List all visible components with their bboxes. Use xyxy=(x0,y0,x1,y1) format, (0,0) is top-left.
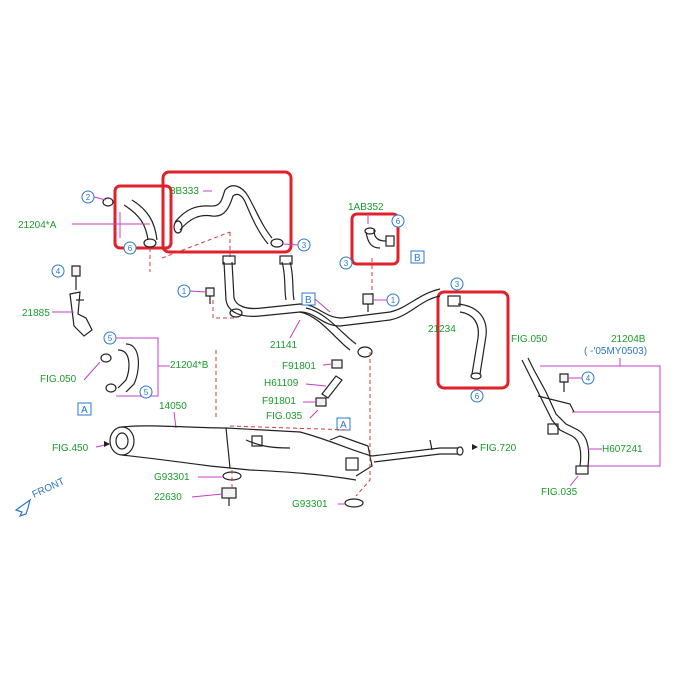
svg-text:A: A xyxy=(340,420,347,431)
hose-h61109 xyxy=(321,375,343,399)
svg-text:6: 6 xyxy=(475,392,480,401)
label-21204a: 21204*A xyxy=(18,220,57,231)
callout-2[interactable]: 2 xyxy=(81,190,95,204)
label-21141: 21141 xyxy=(270,340,298,351)
pipe-21204b-right xyxy=(521,357,590,475)
pipe-14050 xyxy=(109,425,464,481)
hose-1ab352 xyxy=(364,227,395,249)
label-3b333: 3B333 xyxy=(170,186,199,197)
label-h61109: H61109 xyxy=(264,378,299,389)
ref-box-b-top[interactable]: B xyxy=(410,250,425,264)
svg-text:B: B xyxy=(305,295,312,306)
svg-text:1: 1 xyxy=(182,287,187,296)
callout-5-b[interactable]: 5 xyxy=(139,385,153,399)
label-h607241: H607241 xyxy=(602,444,643,455)
callout-5-a[interactable]: 5 xyxy=(103,331,117,345)
callout-6-b[interactable]: 6 xyxy=(391,214,405,228)
label-f91801-b: F91801 xyxy=(262,396,296,407)
bolt-center xyxy=(205,287,215,304)
hose-21204a xyxy=(102,197,158,248)
label-g93301-b: G93301 xyxy=(292,499,328,510)
label-21204b-right: 21204B xyxy=(611,334,646,345)
clip-f91801-a xyxy=(331,359,343,369)
ref-box-a-left[interactable]: A xyxy=(77,402,92,416)
hose-21204b-left xyxy=(100,343,139,393)
callout-4-a[interactable]: 4 xyxy=(51,264,65,278)
svg-text:6: 6 xyxy=(396,217,401,226)
callout-6-c[interactable]: 6 xyxy=(470,389,484,403)
callout-4-b[interactable]: 4 xyxy=(581,371,595,385)
callout-1-b[interactable]: 1 xyxy=(386,293,400,307)
highlight-box-3b333[interactable] xyxy=(161,170,293,254)
svg-text:3: 3 xyxy=(344,259,349,268)
callout-1-a[interactable]: 1 xyxy=(177,284,191,298)
callout-3-b[interactable]: 3 xyxy=(339,256,353,270)
bolt-left xyxy=(71,265,81,290)
label-g93301-a: G93301 xyxy=(154,472,190,483)
callout-6-a[interactable]: 6 xyxy=(123,241,137,255)
label-fig050-left: FIG.050 xyxy=(40,374,77,385)
svg-text:4: 4 xyxy=(56,267,61,276)
label-fig035-right: FIG.035 xyxy=(541,487,578,498)
pipe-21141 xyxy=(222,255,441,358)
svg-text:4: 4 xyxy=(586,374,591,383)
svg-text:B: B xyxy=(414,253,421,264)
svg-text:1: 1 xyxy=(391,296,396,305)
svg-text:6: 6 xyxy=(128,244,133,253)
label-1ab352: 1AB352 xyxy=(348,202,384,213)
sensor-22630 xyxy=(221,487,237,506)
front-arrow-icon xyxy=(14,498,31,518)
label-fig720: FIG.720 xyxy=(480,443,517,454)
bolt-far-right xyxy=(559,373,569,392)
callout-3-c[interactable]: 3 xyxy=(450,277,464,291)
svg-text:5: 5 xyxy=(144,388,149,397)
ref-box-a-mid[interactable]: A xyxy=(336,417,351,431)
label-fig450: FIG.450 xyxy=(52,443,89,454)
hose-21234 xyxy=(447,295,487,380)
bolt-right xyxy=(362,293,374,312)
highlight-box-1ab352[interactable] xyxy=(350,212,400,266)
bracket-21885 xyxy=(69,291,93,337)
label-22630: 22630 xyxy=(154,492,182,503)
callout-3-a[interactable]: 3 xyxy=(297,238,311,252)
label-front: FRONT xyxy=(31,476,67,501)
hose-3b333 xyxy=(173,185,284,248)
label-fig050-right: FIG.050 xyxy=(511,334,548,345)
highlight-box-21204a[interactable] xyxy=(113,184,173,250)
label-21204b-left: 21204*B xyxy=(170,360,209,371)
gasket-g93301-b xyxy=(344,498,364,508)
label-21234: 21234 xyxy=(428,324,456,335)
ref-box-b-mid[interactable]: B xyxy=(301,292,316,306)
svg-text:A: A xyxy=(81,405,88,416)
clip-f91801-b xyxy=(315,397,327,407)
svg-text:2: 2 xyxy=(86,193,91,202)
label-fig035-mid: FIG.035 xyxy=(266,411,303,422)
label-21885: 21885 xyxy=(22,308,50,319)
label-14050: 14050 xyxy=(159,401,187,412)
highlight-box-21234[interactable] xyxy=(436,290,510,390)
svg-text:3: 3 xyxy=(455,280,460,289)
label-f91801-a: F91801 xyxy=(282,361,316,372)
svg-text:5: 5 xyxy=(108,334,113,343)
label-05my-note: ( -'05MY0503) xyxy=(584,346,647,357)
svg-text:3: 3 xyxy=(302,241,307,250)
